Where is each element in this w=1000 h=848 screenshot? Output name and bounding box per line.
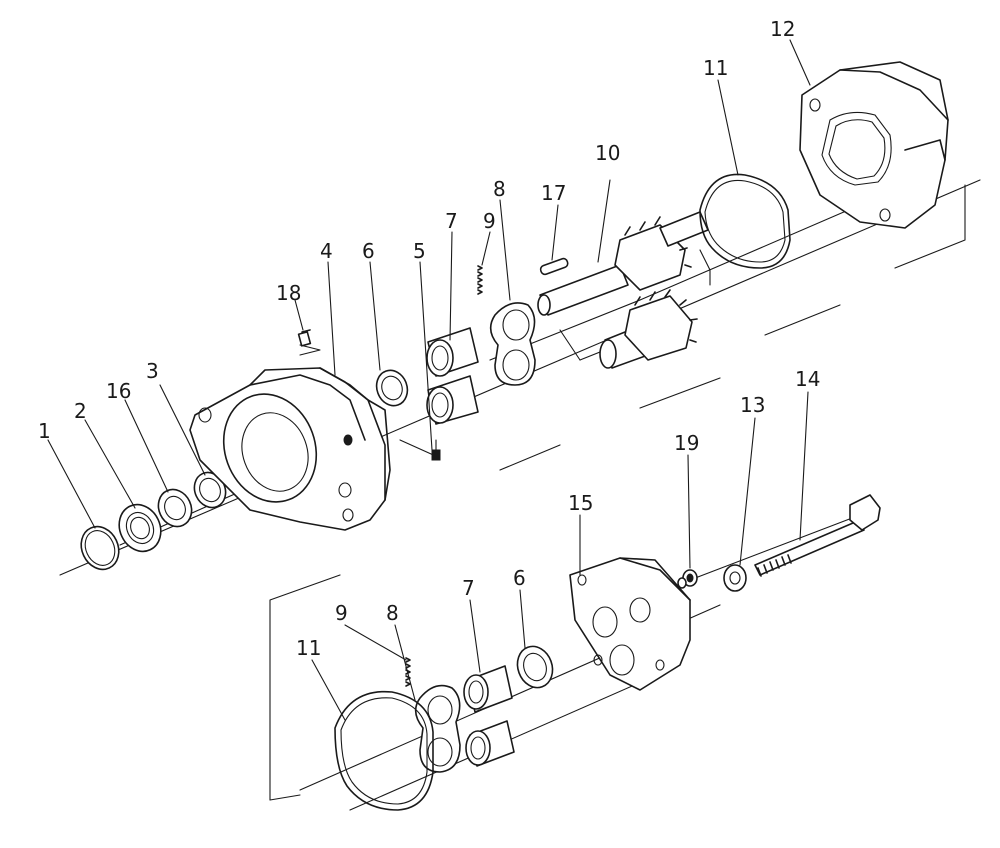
part-10-driven-gear — [599, 289, 698, 369]
callout-7-upper: 7 — [445, 209, 458, 233]
part-13-washer — [723, 564, 747, 592]
part-5-screw — [431, 439, 441, 461]
callout-9-upper: 9 — [483, 209, 496, 233]
part-8-wear-plate-lower — [414, 684, 461, 773]
part-12-rear-housing — [799, 61, 949, 229]
part-6-ring-lower — [516, 645, 554, 689]
callout-8-lower: 8 — [386, 601, 399, 625]
callout-13: 13 — [740, 393, 765, 417]
part-2-bearing — [118, 503, 162, 553]
part-18-screw — [297, 329, 312, 347]
callout-15: 15 — [568, 491, 593, 515]
callout-8-upper: 8 — [493, 177, 506, 201]
part-11-seal-ring-upper — [699, 173, 791, 269]
callout-3: 3 — [146, 359, 159, 383]
part-11-seal-ring-lower — [334, 690, 434, 811]
part-17-key — [539, 257, 569, 276]
part-7-bearings-lower — [463, 665, 515, 767]
callout-18: 18 — [276, 281, 301, 305]
callout-9-lower: 9 — [335, 601, 348, 625]
part-15-middle-plate — [569, 557, 691, 691]
callout-6-lower: 6 — [513, 566, 526, 590]
callout-11-lower: 11 — [296, 636, 321, 660]
callout-4: 4 — [320, 239, 333, 263]
part-7-bearings-upper — [426, 327, 479, 425]
callout-12: 12 — [770, 17, 795, 41]
callout-11-upper: 11 — [703, 56, 728, 80]
callout-16: 16 — [106, 379, 131, 403]
callout-2: 2 — [74, 399, 87, 423]
callout-14: 14 — [795, 367, 820, 391]
callout-6-upper: 6 — [362, 239, 375, 263]
part-4-front-housing — [189, 367, 391, 531]
callout-10: 10 — [595, 141, 620, 165]
leader-lines — [47, 39, 811, 721]
callout-labels: 1 2 16 3 18 4 6 5 7 9 8 17 10 11 12 15 1… — [38, 17, 820, 660]
part-19-valve — [677, 569, 698, 589]
callout-7-lower: 7 — [462, 576, 475, 600]
callout-17: 17 — [541, 181, 566, 205]
part-9-spring-upper — [477, 265, 483, 295]
callout-19: 19 — [674, 431, 699, 455]
part-1-retaining-ring — [80, 525, 120, 571]
part-8-wear-plate-upper — [489, 302, 536, 386]
part-6-ring-upper — [375, 369, 409, 407]
callout-1: 1 — [38, 419, 51, 443]
part-14-bolt — [754, 494, 881, 577]
part-10-drive-gear — [537, 211, 709, 316]
callout-5: 5 — [413, 239, 426, 263]
part-9-spring-lower — [405, 657, 411, 687]
